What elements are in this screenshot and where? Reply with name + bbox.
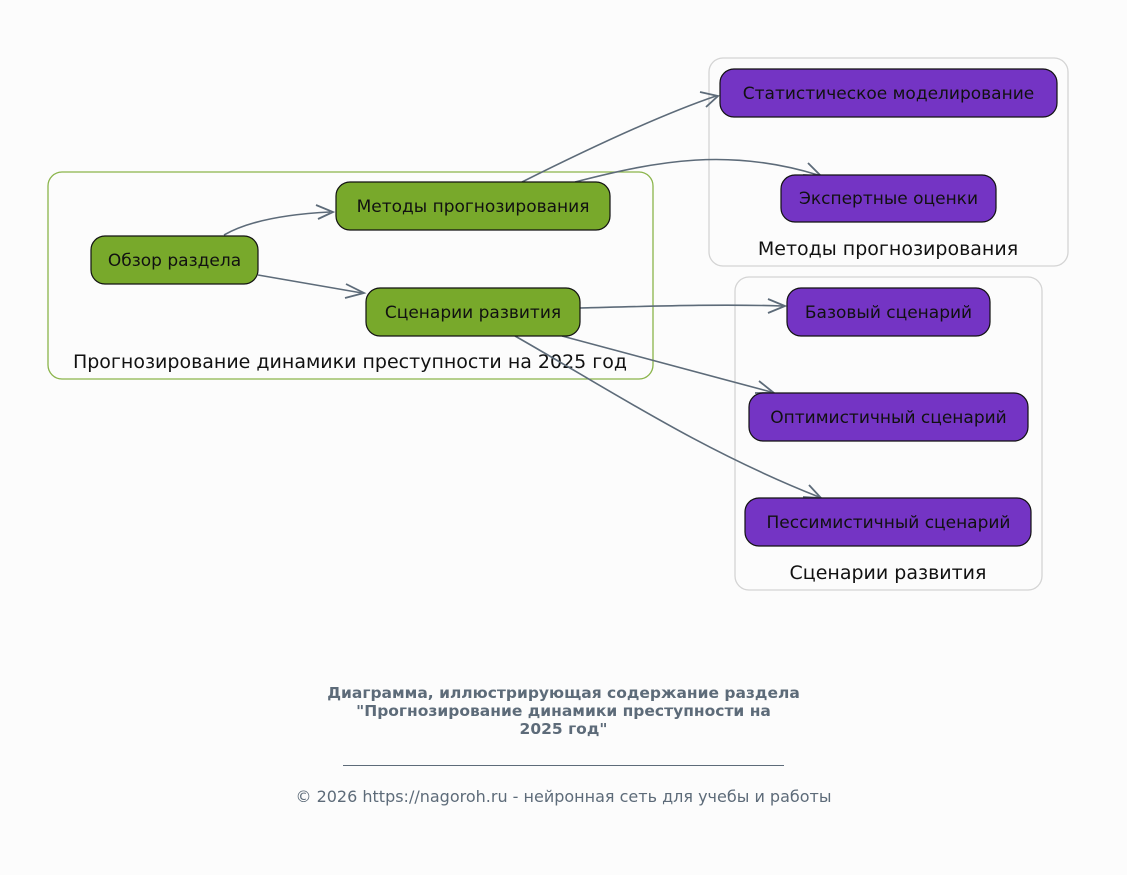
edge-overview-scenarios [257,274,367,299]
cluster-methods-border [708,57,1069,267]
node-expert-label: Экспертные оценки [799,189,978,209]
node-base-box[interactable] [786,287,991,337]
edge-line [257,274,363,294]
caption-title-line: "Прогнозирование динамики преступности н… [356,702,771,720]
node-optimistic-box[interactable] [748,392,1029,442]
edge-line [514,335,820,498]
cluster-scenarios-label: Сценарии развития [790,562,987,584]
caption-title: Диаграмма, иллюстрирующая содержание раз… [284,684,844,738]
node-statistical-label: Статистическое моделирование [743,84,1034,104]
arrowhead-icon [755,380,777,394]
cluster-main-border [47,171,654,380]
node-base-label: Базовый сценарий [805,303,972,323]
cluster-scenarios-border [734,276,1043,591]
arrowhead-icon [315,204,336,220]
node-optimistic[interactable]: Оптимистичный сценарий [748,392,1029,442]
arrowhead-icon [344,283,367,299]
node-scenarios-label: Сценарии развития [385,303,561,323]
node-pessimistic-box[interactable] [744,497,1032,547]
copyright-text: © 2026 https://nagoroh.ru - нейронная се… [295,787,832,806]
edge-line [561,335,772,393]
node-base[interactable]: Базовый сценарий [786,287,991,337]
edge-line [223,211,331,236]
node-overview-box[interactable] [90,235,259,285]
node-pessimistic-label: Пессимистичный сценарий [767,513,1011,533]
edge-methods-statistical [521,91,720,183]
arrowhead-icon [802,162,824,178]
cluster-scenarios: Сценарии развития [734,276,1043,591]
node-overview[interactable]: Обзор раздела [90,235,259,285]
node-methods[interactable]: Методы прогнозирования [335,181,611,231]
node-methods-label: Методы прогнозирования [357,197,590,217]
cluster-methods-label: Методы прогнозирования [758,238,1018,260]
cluster-methods: Методы прогнозирования [708,57,1069,267]
node-optimistic-label: Оптимистичный сценарий [770,408,1006,428]
node-expert-box[interactable] [780,174,997,223]
node-methods-box[interactable] [335,181,611,231]
node-expert[interactable]: Экспертные оценки [780,174,997,223]
edge-overview-methods [223,204,336,236]
edge-line [574,158,819,183]
caption-title-line: Диаграмма, иллюстрирующая содержание раз… [327,684,800,702]
arrowhead-icon [767,298,788,314]
cluster-main-label: Прогнозирование динамики преступности на… [73,351,627,373]
edge-scenarios-base [579,298,788,314]
edge-line [579,304,784,309]
node-statistical-box[interactable] [719,68,1058,118]
edge-line [521,95,717,183]
node-overview-label: Обзор раздела [108,251,241,271]
caption-title-line: 2025 год" [519,720,608,738]
node-scenarios[interactable]: Сценарии развития [365,287,581,337]
caption: Диаграмма, иллюстрирующая содержание раз… [0,684,1127,806]
node-scenarios-box[interactable] [365,287,581,337]
node-statistical[interactable]: Статистическое моделирование [719,68,1058,118]
arrowhead-icon [699,91,720,108]
caption-divider [343,765,784,766]
cluster-main: Прогнозирование динамики преступности на… [47,171,654,380]
node-pessimistic[interactable]: Пессимистичный сценарий [744,497,1032,547]
edge-methods-expert [574,158,824,183]
